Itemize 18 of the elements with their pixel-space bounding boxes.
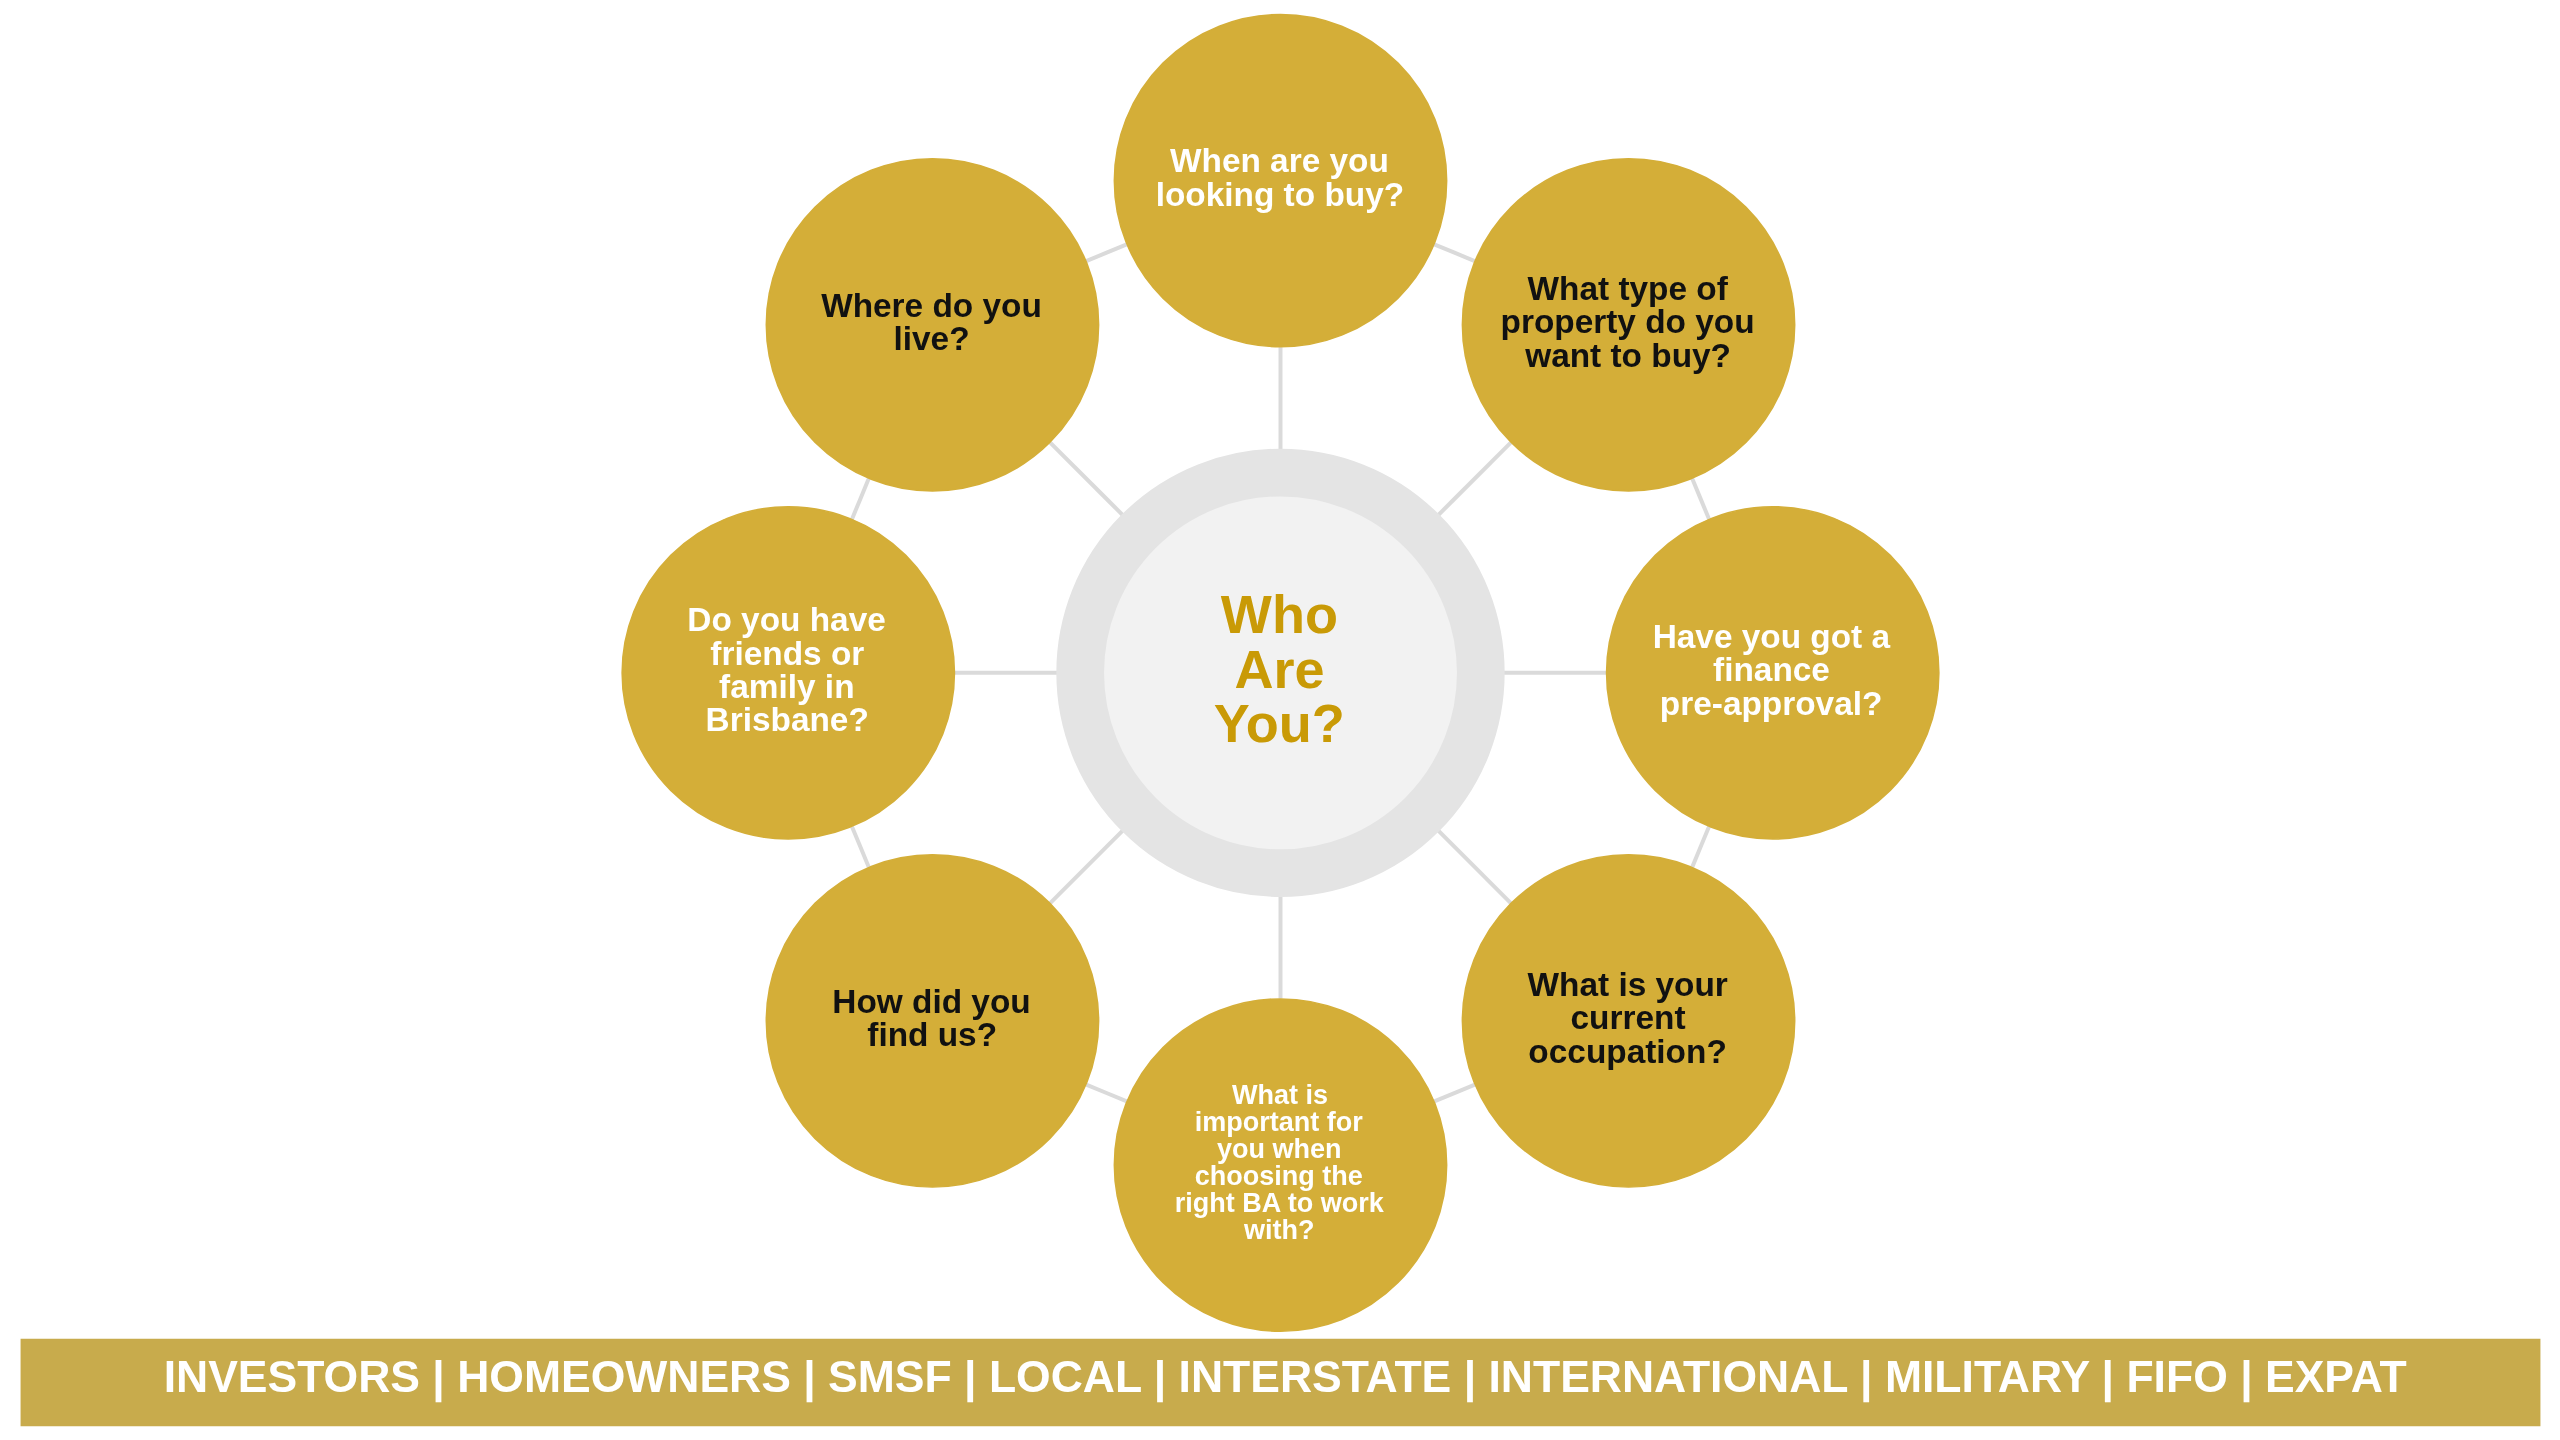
connector [1084, 242, 1127, 263]
node-circle: What type of property do you want to buy? [1461, 157, 1795, 492]
connector [1689, 477, 1711, 520]
connector [1432, 242, 1475, 263]
node-circle: When are you looking to buy? [1113, 13, 1447, 348]
connector [849, 825, 871, 868]
node-circle: How did you find us? [765, 853, 1099, 1188]
connector [1433, 1082, 1476, 1104]
connector [1689, 825, 1711, 868]
node-circle: Where do you live? [765, 157, 1099, 492]
node-circle: What is important for you when choosing the right BA to work with? [1113, 998, 1447, 1332]
node-circle: What is your current occupation? [1461, 853, 1795, 1188]
node-circle: Do you have friends or family in Brisbane? [620, 505, 955, 840]
node-circle: Who Are You? [1055, 448, 1505, 898]
node-box: INVESTORS | HOMEOWNERS | SMSF | LOCAL | INTERSTATE | INTERNATIONAL | MILITARY | FIFO | EXPAT [20, 1338, 2540, 1427]
connector [849, 477, 871, 520]
connector [1085, 1082, 1128, 1104]
node-circle: Have you got a finance pre-approval? [1605, 505, 1940, 840]
